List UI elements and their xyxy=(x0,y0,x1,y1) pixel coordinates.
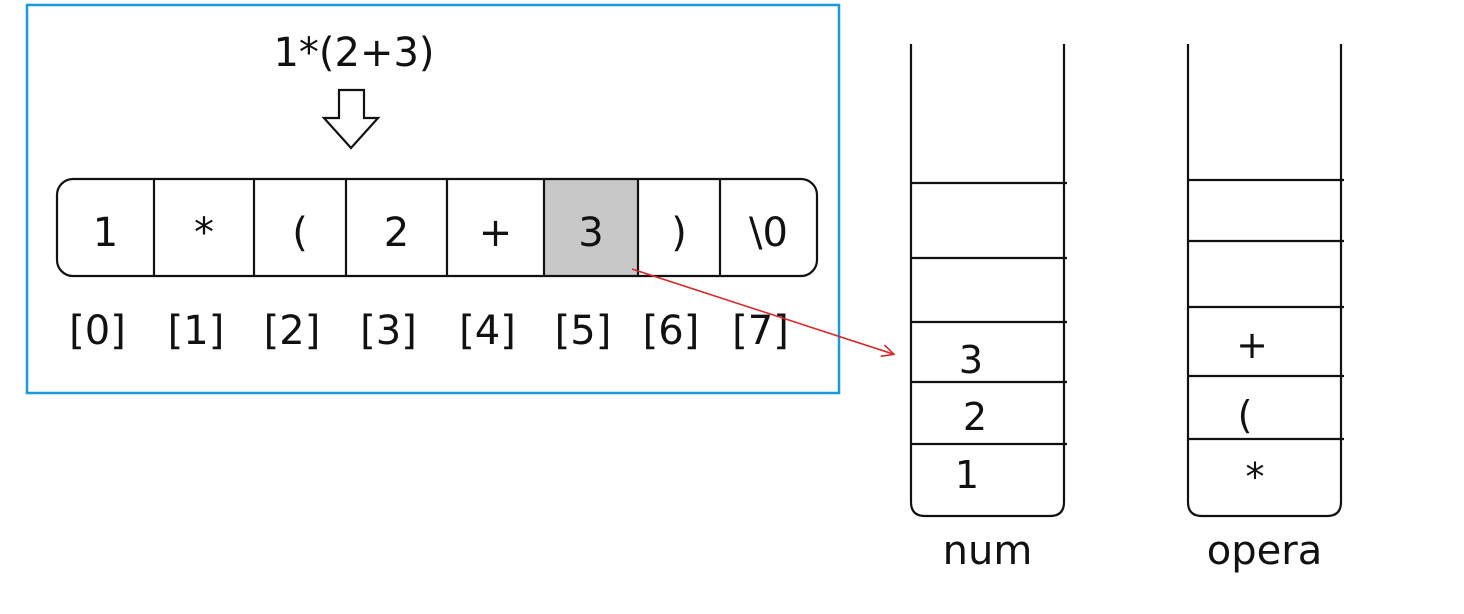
array-cell-value: + xyxy=(479,210,513,256)
array-frame xyxy=(25,3,841,395)
array-cell-value: ) xyxy=(671,210,687,256)
stack-outline xyxy=(909,44,1066,518)
array-cell-value: 3 xyxy=(578,210,603,256)
opera-stack: * ( + opera xyxy=(1186,44,1344,574)
stack-item: 1 xyxy=(955,453,979,497)
array-index-label: [6] xyxy=(643,308,700,354)
stack-item: 3 xyxy=(959,338,983,382)
stack-item: ( xyxy=(1238,393,1253,437)
expression-text: 1*(2+3) xyxy=(273,30,434,76)
array-cell-value: \0 xyxy=(749,210,788,256)
array-outline xyxy=(55,177,819,278)
char-array: 1 [0] * [1] ( [2] 2 [3] + [4] 3 [5]) [6] \0 [7] xyxy=(55,177,819,354)
stack-label: num xyxy=(943,528,1033,574)
array-cell-value: 2 xyxy=(384,210,409,256)
array-index-label: [4] xyxy=(459,308,516,354)
array-index-label: [7] xyxy=(732,308,789,354)
array-index-label: [0] xyxy=(69,308,126,354)
array-index-label: [1] xyxy=(168,308,225,354)
stack-item: * xyxy=(1246,455,1265,499)
stack-label: opera xyxy=(1207,528,1322,574)
array-index-label: [5] xyxy=(555,308,612,354)
array-cell-value: ( xyxy=(292,210,308,256)
stack-item: 2 xyxy=(963,395,987,439)
push-arrow xyxy=(631,268,893,354)
array-index-label: [3] xyxy=(360,308,417,354)
array-cell-value: 1 xyxy=(93,210,118,256)
stack-item: + xyxy=(1236,323,1268,367)
array-cell-highlight xyxy=(544,179,638,276)
stack-outline xyxy=(1186,44,1343,518)
array-index-label: [2] xyxy=(264,308,321,354)
array-cell-value: * xyxy=(194,210,214,256)
num-stack: 1 2 3 num xyxy=(909,44,1067,574)
down-arrow-icon xyxy=(321,88,381,150)
